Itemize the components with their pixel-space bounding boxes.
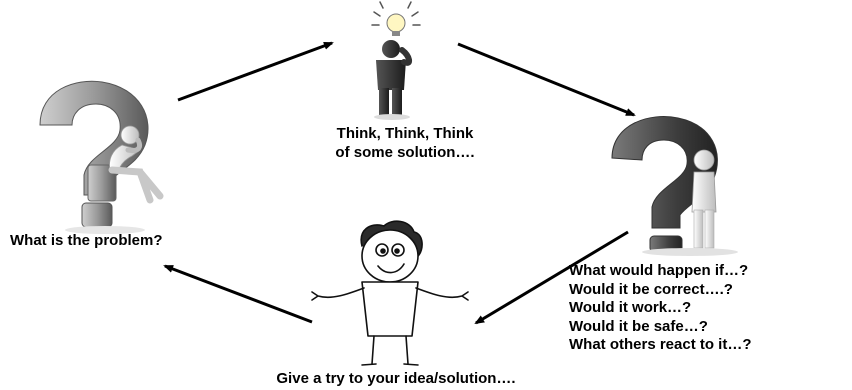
question-mark-thinker-illustration bbox=[39, 80, 164, 234]
question-line: Would it be correct….? bbox=[569, 280, 733, 298]
dark-figure-right-leg bbox=[392, 88, 402, 116]
arrow-think-to-questions bbox=[457, 42, 636, 117]
arrow-problem-to-think bbox=[177, 41, 334, 102]
dark-figure-head bbox=[382, 40, 400, 58]
question-line: Would it be safe…? bbox=[569, 317, 708, 335]
cartoon-body bbox=[361, 281, 419, 337]
dark-figure-shadow bbox=[374, 114, 410, 120]
cartoon-man-illustration bbox=[311, 220, 469, 366]
cartoon-smile bbox=[377, 263, 405, 274]
think-caption-line-1: Think, Think, Think bbox=[336, 125, 474, 142]
standing-figure-body bbox=[691, 171, 717, 213]
thinker-arm bbox=[125, 137, 143, 153]
cartoon-left-arm bbox=[311, 287, 365, 301]
question-line: Would it work…? bbox=[569, 299, 692, 316]
question-line: What others react to it…? bbox=[569, 336, 752, 353]
arrow-questions-to-try bbox=[474, 230, 629, 325]
cartoon-head bbox=[361, 229, 419, 283]
lightbulb-thinker-illustration bbox=[371, 1, 421, 120]
standing-figure-left-leg bbox=[693, 209, 704, 249]
thinker-legs bbox=[108, 166, 164, 204]
dark-question-mark-illustration bbox=[611, 116, 738, 256]
cartoon-legs bbox=[371, 335, 409, 365]
question-line: What would happen if…? bbox=[569, 262, 749, 279]
lightbulb-rays bbox=[371, 1, 421, 26]
thinker-seat bbox=[87, 164, 117, 202]
arrow-try-to-problem bbox=[163, 264, 313, 324]
problem-caption: What is the problem? bbox=[10, 232, 163, 249]
try-caption: Give a try to your idea/solution…. bbox=[276, 370, 516, 387]
thinker-shadow bbox=[65, 226, 145, 234]
lightbulb-icon bbox=[386, 13, 406, 33]
dark-figure-left-leg bbox=[379, 88, 389, 116]
dark-question-mark bbox=[611, 116, 718, 229]
standing-figure-head bbox=[693, 149, 715, 171]
cartoon-right-arm bbox=[415, 287, 469, 301]
thinker-head bbox=[120, 125, 140, 145]
think-caption: Think, Think, Think of some solution…. bbox=[280, 124, 530, 162]
standing-figure-shadow bbox=[642, 248, 738, 256]
dark-figure-body bbox=[376, 60, 406, 90]
lightbulb-base bbox=[392, 31, 400, 36]
question-mark-dot bbox=[81, 202, 113, 228]
think-caption-line-2: of some solution…. bbox=[335, 144, 475, 161]
standing-figure-right-leg bbox=[704, 209, 715, 249]
question-list: What would happen if…? Would it be corre… bbox=[569, 262, 752, 355]
dark-figure-arm bbox=[399, 47, 412, 66]
cartoon-shoes bbox=[361, 363, 419, 366]
